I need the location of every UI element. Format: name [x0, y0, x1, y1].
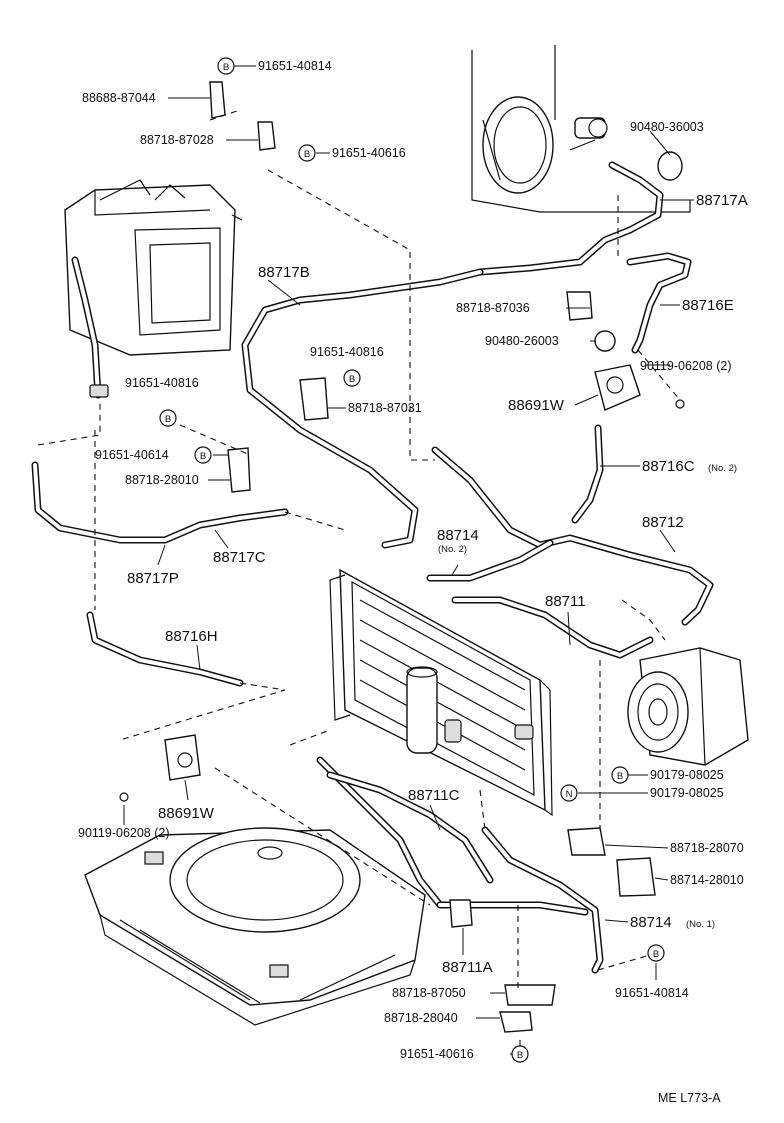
part-label: 88718-87031	[348, 401, 422, 415]
svg-text:B: B	[165, 414, 171, 425]
b-symbol: B	[217, 57, 235, 75]
part-label: 88711C	[408, 787, 460, 804]
engine-block-drawing	[471, 45, 691, 213]
footer-code: ME L773-A	[658, 1091, 721, 1105]
part-label: 88691W	[508, 397, 565, 414]
svg-text:B: B	[223, 62, 229, 73]
b-symbol: B	[647, 944, 665, 962]
part-label: 90480-36003	[630, 120, 704, 134]
part-label: 88717C	[213, 549, 266, 566]
b-symbol: B	[159, 409, 177, 427]
part-label: 88718-28040	[384, 1011, 458, 1025]
part-label: 88712	[642, 514, 684, 531]
part-label: 88711	[545, 593, 586, 610]
part-label: 91651-40814	[615, 986, 689, 1000]
part-label: 88714-28010	[670, 873, 744, 887]
part-label: 91651-40816	[125, 376, 199, 390]
small-parts	[119, 81, 685, 1033]
part-label: 90179-08025	[650, 786, 724, 800]
part-label: 90179-08025	[650, 768, 724, 782]
part-label: 91651-40816	[310, 345, 384, 359]
b-symbol: B	[298, 144, 316, 162]
part-label: 88718-28070	[670, 841, 744, 855]
part-label: 88716H	[165, 628, 218, 645]
svg-text:B: B	[617, 771, 623, 782]
svg-text:B: B	[200, 451, 206, 462]
part-label: 88717B	[258, 264, 310, 281]
part-label: 91651-40616	[400, 1047, 474, 1061]
part-label: 88716C	[642, 458, 695, 475]
part-label: (No. 1)	[686, 919, 715, 930]
svg-text:B: B	[517, 1050, 523, 1061]
bolt-symbols: B B B B B B N B B	[159, 57, 665, 1063]
condenser-drawing	[329, 568, 553, 817]
svg-text:B: B	[304, 149, 310, 160]
part-label: 88717P	[127, 570, 179, 587]
part-label: 88688-87044	[82, 91, 156, 105]
part-label: 88717A	[696, 192, 748, 209]
part-label: 88718-87050	[392, 986, 466, 1000]
pipe-lines	[31, 161, 714, 974]
leader-lines	[123, 65, 694, 1055]
part-label: 88714	[437, 527, 479, 544]
b-symbol: B	[194, 446, 212, 464]
fan-shroud-drawing	[84, 827, 426, 1026]
b-symbol: B	[343, 369, 361, 387]
b-symbol: B	[611, 766, 629, 784]
compressor-drawing	[627, 647, 749, 766]
part-label: 88714	[630, 914, 672, 931]
part-label: 88718-87028	[140, 133, 214, 147]
part-label: 88711A	[442, 959, 493, 976]
svg-text:N: N	[566, 789, 573, 800]
svg-text:B: B	[349, 374, 355, 385]
part-label: 88718-28010	[125, 473, 199, 487]
part-label: 90119-06208 (2)	[78, 826, 170, 840]
part-label: 91651-40814	[258, 59, 332, 73]
svg-text:B: B	[653, 949, 659, 960]
dashed-guides	[37, 109, 681, 1050]
b-symbol: B	[511, 1045, 529, 1063]
part-label: 88691W	[158, 805, 215, 822]
part-label: 91651-40614	[95, 448, 169, 462]
part-label: (No. 2)	[708, 463, 737, 474]
part-label: 88716E	[682, 297, 734, 314]
part-labels: 91651-40814 88688-87044 88718-87028 9165…	[78, 59, 748, 1105]
cooling-unit-drawing	[64, 179, 243, 399]
part-label: 90480-26003	[485, 334, 559, 348]
part-label: 91651-40616	[332, 146, 406, 160]
part-label: 88718-87036	[456, 301, 530, 315]
part-label: 90119-06208 (2)	[640, 359, 732, 373]
n-symbol: N	[560, 784, 578, 802]
part-label: (No. 2)	[438, 544, 467, 555]
